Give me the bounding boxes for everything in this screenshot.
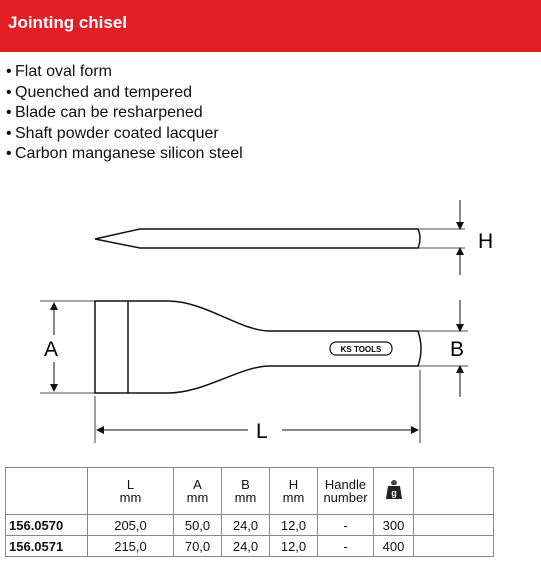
dimension-h-label: H: [478, 230, 493, 253]
weight-icon: g: [385, 480, 402, 499]
feature-item: •Quenched and tempered: [6, 83, 193, 101]
dimension-a-label: A: [44, 338, 58, 361]
cell-l: 215,0: [87, 535, 174, 557]
technical-drawing: H KS TOOLS A B L: [40, 200, 493, 443]
cell-a: 70,0: [173, 535, 222, 557]
cell-b: 24,0: [221, 535, 270, 557]
dimension-b-label: B: [450, 338, 464, 361]
feature-item: •Shaft powder coated lacquer: [6, 124, 219, 142]
cell-handle: -: [317, 514, 374, 536]
cell-a: 50,0: [173, 514, 222, 536]
dimension-l-label: L: [256, 420, 268, 443]
cell-h: 12,0: [269, 514, 318, 536]
svg-text:KS TOOLS: KS TOOLS: [341, 345, 382, 354]
feature-item: •Blade can be resharpened: [6, 104, 203, 121]
ks-tools-logo: KS TOOLS: [329, 341, 393, 356]
header-blank: [413, 467, 494, 515]
feature-item: •Carbon manganese silicon steel: [6, 145, 243, 162]
article-number: 156.0571: [5, 535, 88, 557]
feature-item: •Flat oval form: [6, 63, 112, 80]
cell-weight: 400: [373, 535, 414, 557]
chisel-side-view: [94, 228, 421, 249]
cell-l: 205,0: [87, 514, 174, 536]
article-number: 156.0570: [5, 514, 88, 536]
cell-blank: [413, 514, 494, 536]
cell-blank: [413, 535, 494, 557]
feature-list: •Flat oval form •Quenched and tempered •…: [6, 62, 243, 165]
header-weight: g: [373, 467, 414, 515]
table-row: 156.0571 215,0 70,0 24,0 12,0 - 400: [5, 535, 494, 557]
page-title: Jointing chisel: [8, 13, 128, 32]
table-row: 156.0570 205,0 50,0 24,0 12,0 - 300: [5, 514, 494, 536]
cell-b: 24,0: [221, 514, 270, 536]
cell-handle: -: [317, 535, 374, 557]
title-bar: Jointing chisel: [0, 0, 541, 52]
cell-weight: 300: [373, 514, 414, 536]
header-code: [5, 467, 88, 515]
svg-text:g: g: [391, 488, 397, 498]
cell-h: 12,0: [269, 535, 318, 557]
chisel-front-view: [94, 300, 422, 394]
